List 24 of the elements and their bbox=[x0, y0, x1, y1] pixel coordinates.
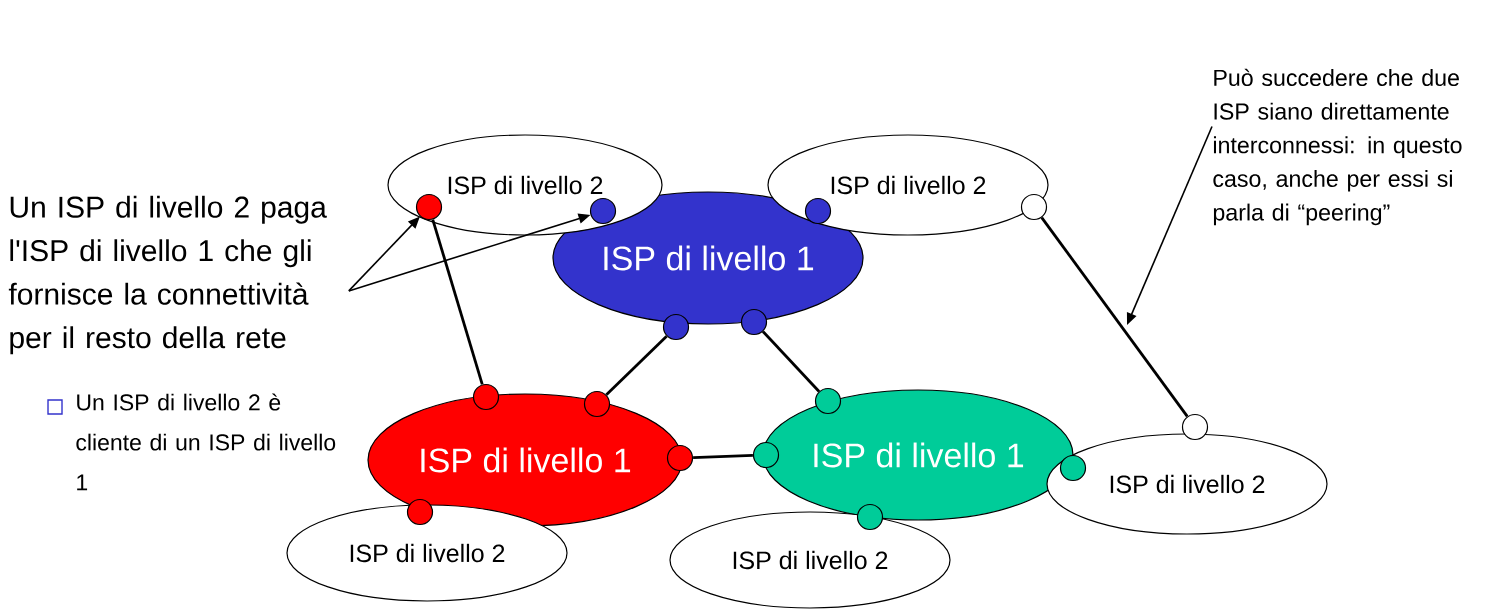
router-dot bbox=[1059, 454, 1087, 482]
link-line bbox=[1040, 216, 1189, 418]
router-dot bbox=[472, 383, 500, 411]
router-dot bbox=[662, 313, 690, 341]
router-dot bbox=[666, 444, 694, 472]
callout-text: Può succedere che due ISP siano direttamente interconnessi: in questo caso, anche per essi si parla di “peering” bbox=[1213, 68, 1462, 226]
router-dot bbox=[804, 197, 832, 225]
link-line bbox=[693, 454, 753, 459]
callout-text: Un ISP di livello 2 paga l'ISP di livello 1 che gli fornisce la connettività per il resto della rete bbox=[8, 195, 327, 355]
router-dot bbox=[856, 503, 884, 531]
link-line bbox=[761, 330, 821, 393]
router-dot bbox=[589, 197, 617, 225]
router-dot bbox=[415, 193, 443, 221]
router-dot bbox=[1020, 193, 1048, 221]
router-dot bbox=[406, 498, 434, 526]
router-dot bbox=[740, 308, 768, 336]
link-line bbox=[431, 219, 484, 385]
node-label: ISP di livello 2 bbox=[350, 543, 505, 563]
link-line bbox=[605, 335, 668, 396]
node-label: ISP di livello 2 bbox=[733, 550, 888, 570]
router-dot bbox=[814, 387, 842, 415]
router-dot bbox=[1181, 413, 1209, 441]
bullet-text: Un ISP di livello 2 è cliente di un ISP di livello 1 bbox=[76, 393, 336, 491]
router-dot bbox=[752, 441, 780, 469]
